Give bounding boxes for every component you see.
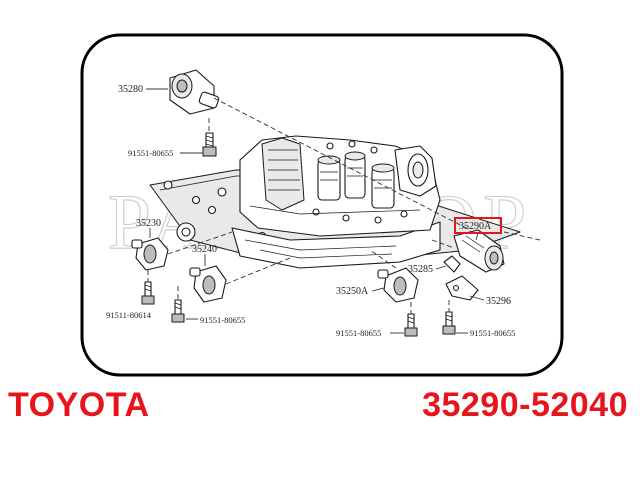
- solenoid-35250a: [377, 267, 419, 303]
- bolt-mid: [171, 299, 185, 323]
- brand-name: TOYOTA: [8, 386, 150, 424]
- bolt-left: [141, 281, 155, 305]
- callout-35230: 35230: [136, 218, 161, 229]
- solenoid-35290a: [453, 229, 505, 273]
- callout-35280: 35280: [118, 84, 143, 95]
- bolt-label-bottom-right: 91551-80655: [470, 328, 515, 338]
- clip-35285: [443, 255, 461, 273]
- callout-35290a: 35290A: [459, 221, 492, 232]
- bolt-label-left: 91511-80614: [106, 310, 152, 320]
- diagram-frame: [80, 33, 564, 377]
- bolt-top: [202, 132, 217, 157]
- bracket-35296: [445, 275, 479, 301]
- callout-35250a: 35250A: [336, 286, 369, 297]
- bolt-label-mid: 91551-80655: [200, 315, 245, 325]
- callout-35296: 35296: [486, 296, 511, 307]
- callout-35285: 35285: [408, 264, 433, 275]
- bolt-label-top: 91551-80655: [128, 148, 173, 158]
- bolt-label-bottom-left: 91551-80655: [336, 328, 381, 338]
- solenoid-35280: [169, 69, 220, 115]
- solenoid-35230: [131, 237, 169, 271]
- solenoid-35240: [189, 265, 227, 303]
- bolt-bottom-left: [404, 313, 418, 337]
- callout-35240: 35240: [192, 244, 217, 255]
- valve-body-assembly: [149, 135, 521, 269]
- part-number: 35290-52040: [422, 386, 628, 424]
- bolt-bottom-right: [442, 311, 456, 335]
